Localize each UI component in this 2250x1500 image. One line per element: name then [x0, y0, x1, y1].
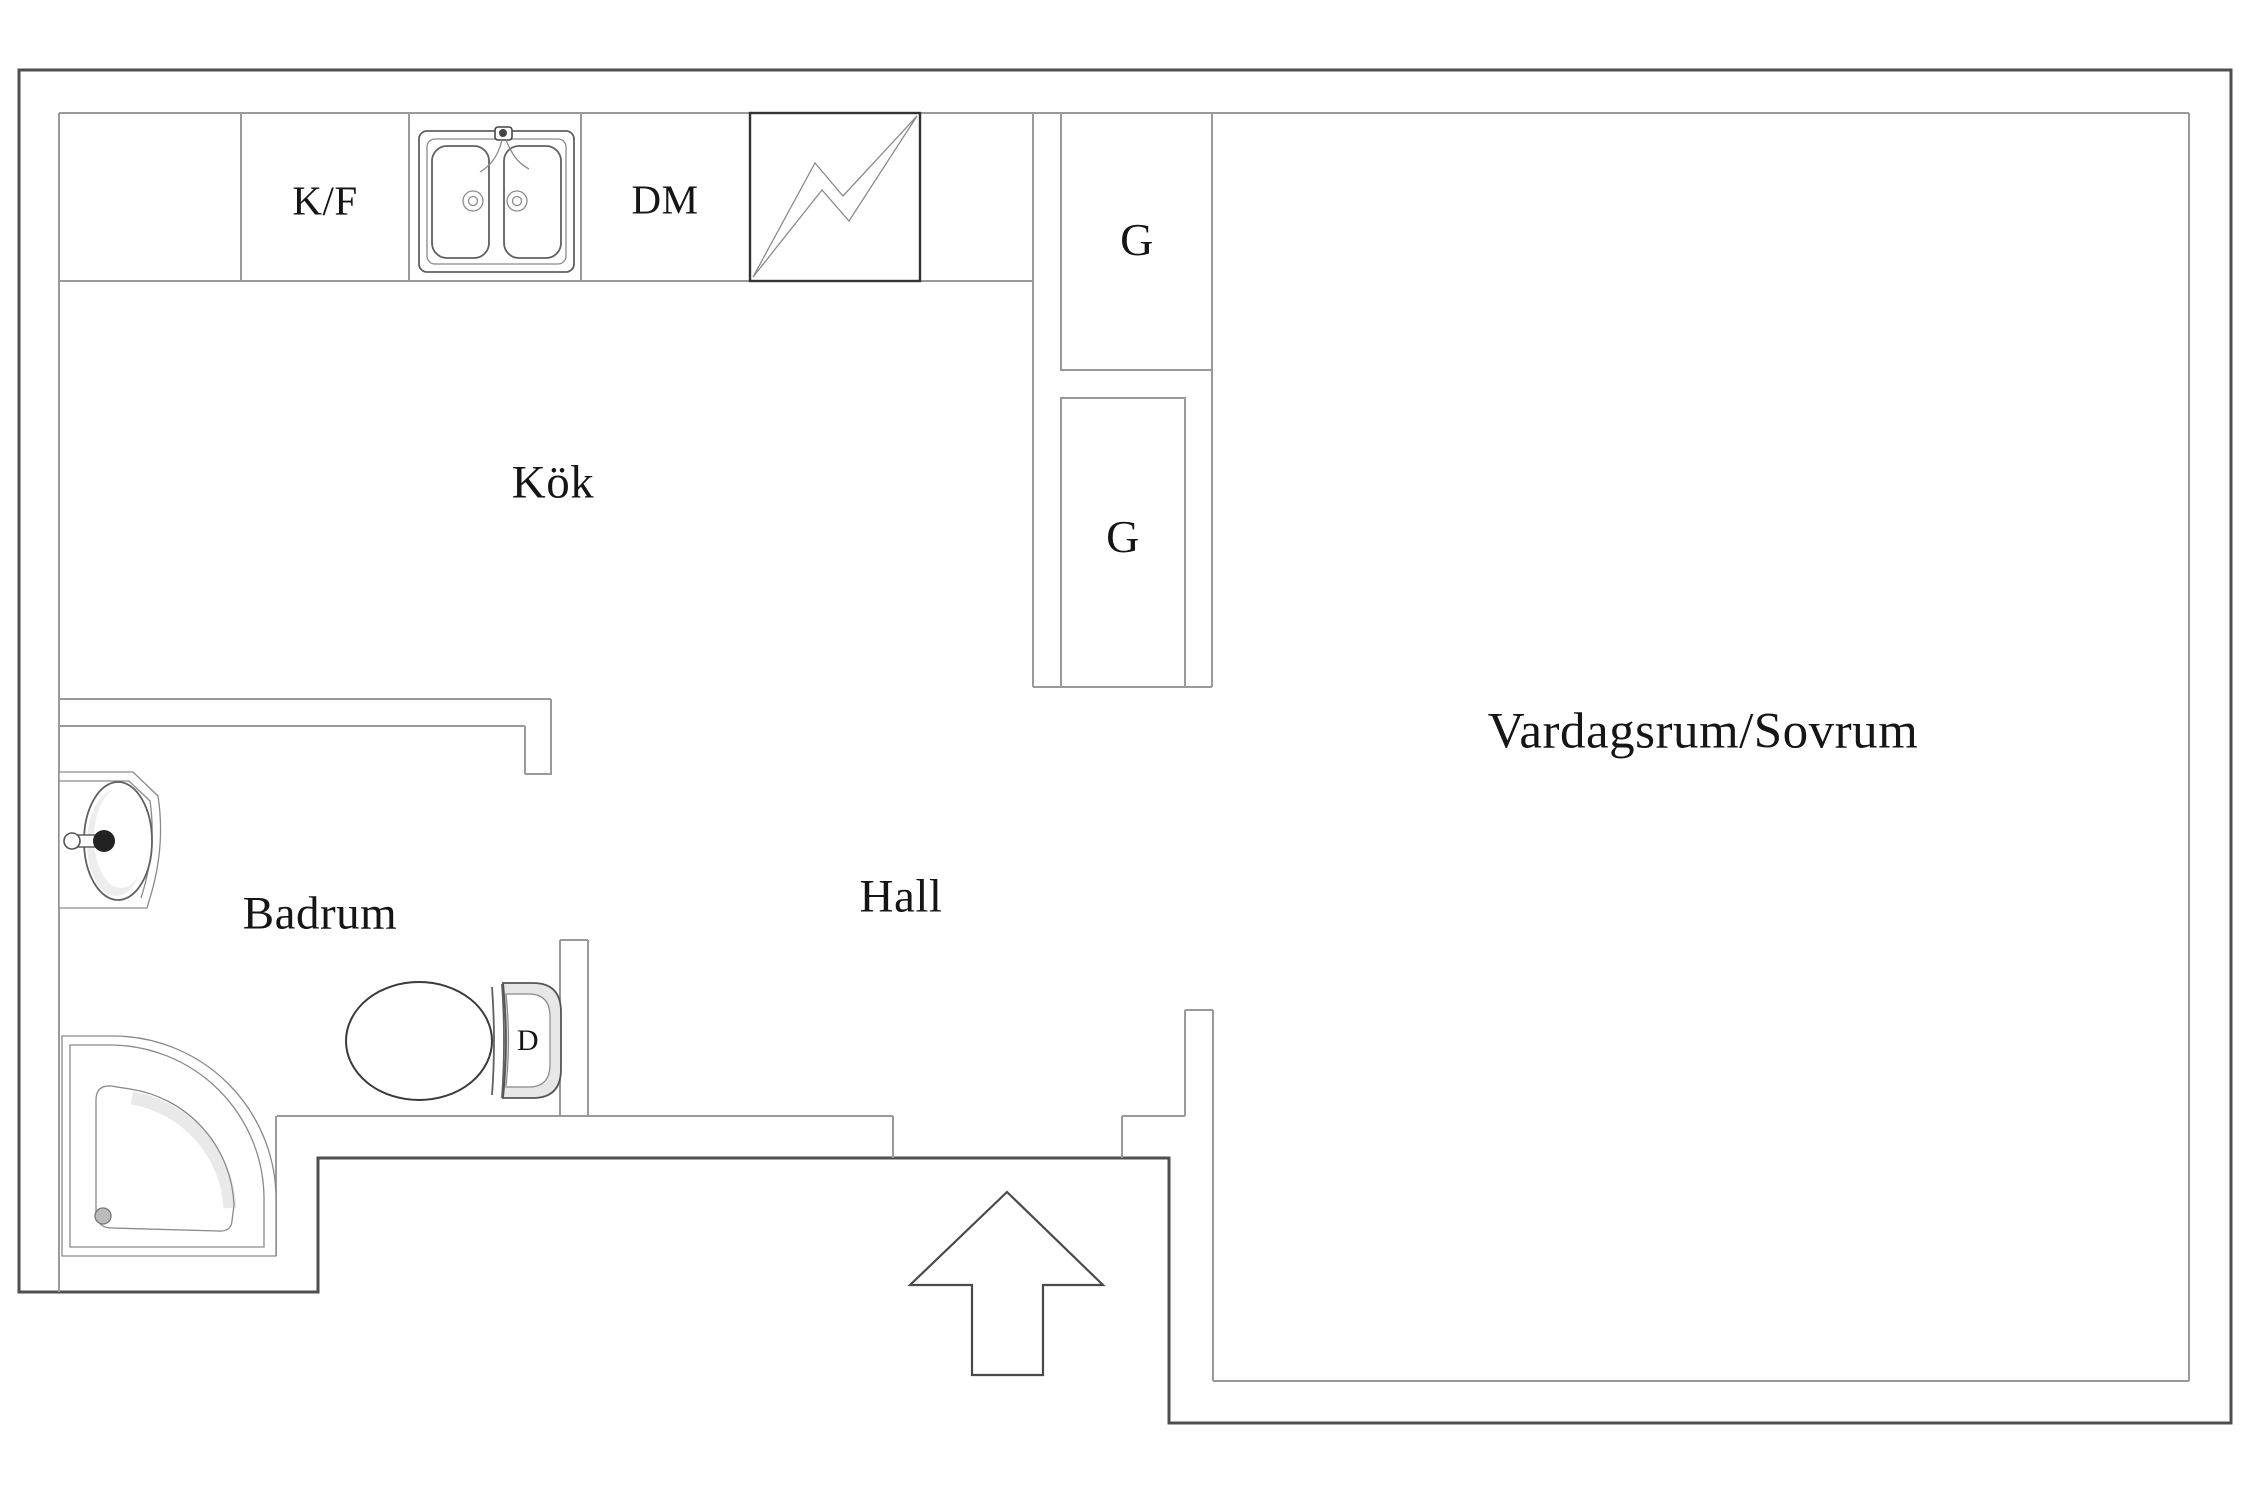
toilet-icon [345, 981, 562, 1101]
hall-south-wall-inner [277, 1115, 894, 1158]
bathroom-east-wall [559, 939, 589, 1116]
fixture-label-toilet-flush: D [516, 1024, 540, 1057]
kitchen-sink-icon [418, 126, 575, 273]
fixture-label-wardrobe-top: G [1120, 214, 1154, 265]
room-label-hall: Hall [859, 870, 943, 923]
entry-east-return [1121, 1115, 1185, 1158]
fixture-label-wardrobe-bottom: G [1106, 511, 1140, 562]
stove-icon [748, 111, 922, 283]
room-label-kitchen: Kök [511, 456, 595, 509]
shower-icon [61, 1035, 277, 1257]
hall-living-stub-wall [1184, 1009, 1214, 1381]
wardrobe-top-box [1060, 112, 1213, 371]
entrance-arrow-icon [907, 1190, 1106, 1377]
room-label-living-bedroom: Vardagsrum/Sovrum [1487, 703, 1919, 760]
room-label-bathroom: Badrum [242, 887, 398, 940]
fixture-label-dishwasher: DM [631, 176, 699, 223]
walls [17, 68, 2233, 1425]
exterior-wall-outline [17, 68, 2233, 1425]
washbasin-icon [58, 771, 162, 909]
wardrobe-bottom-box [1060, 397, 1186, 688]
bathroom-door-jamb [524, 699, 552, 775]
fixture-label-fridge-freezer: K/F [292, 177, 358, 224]
